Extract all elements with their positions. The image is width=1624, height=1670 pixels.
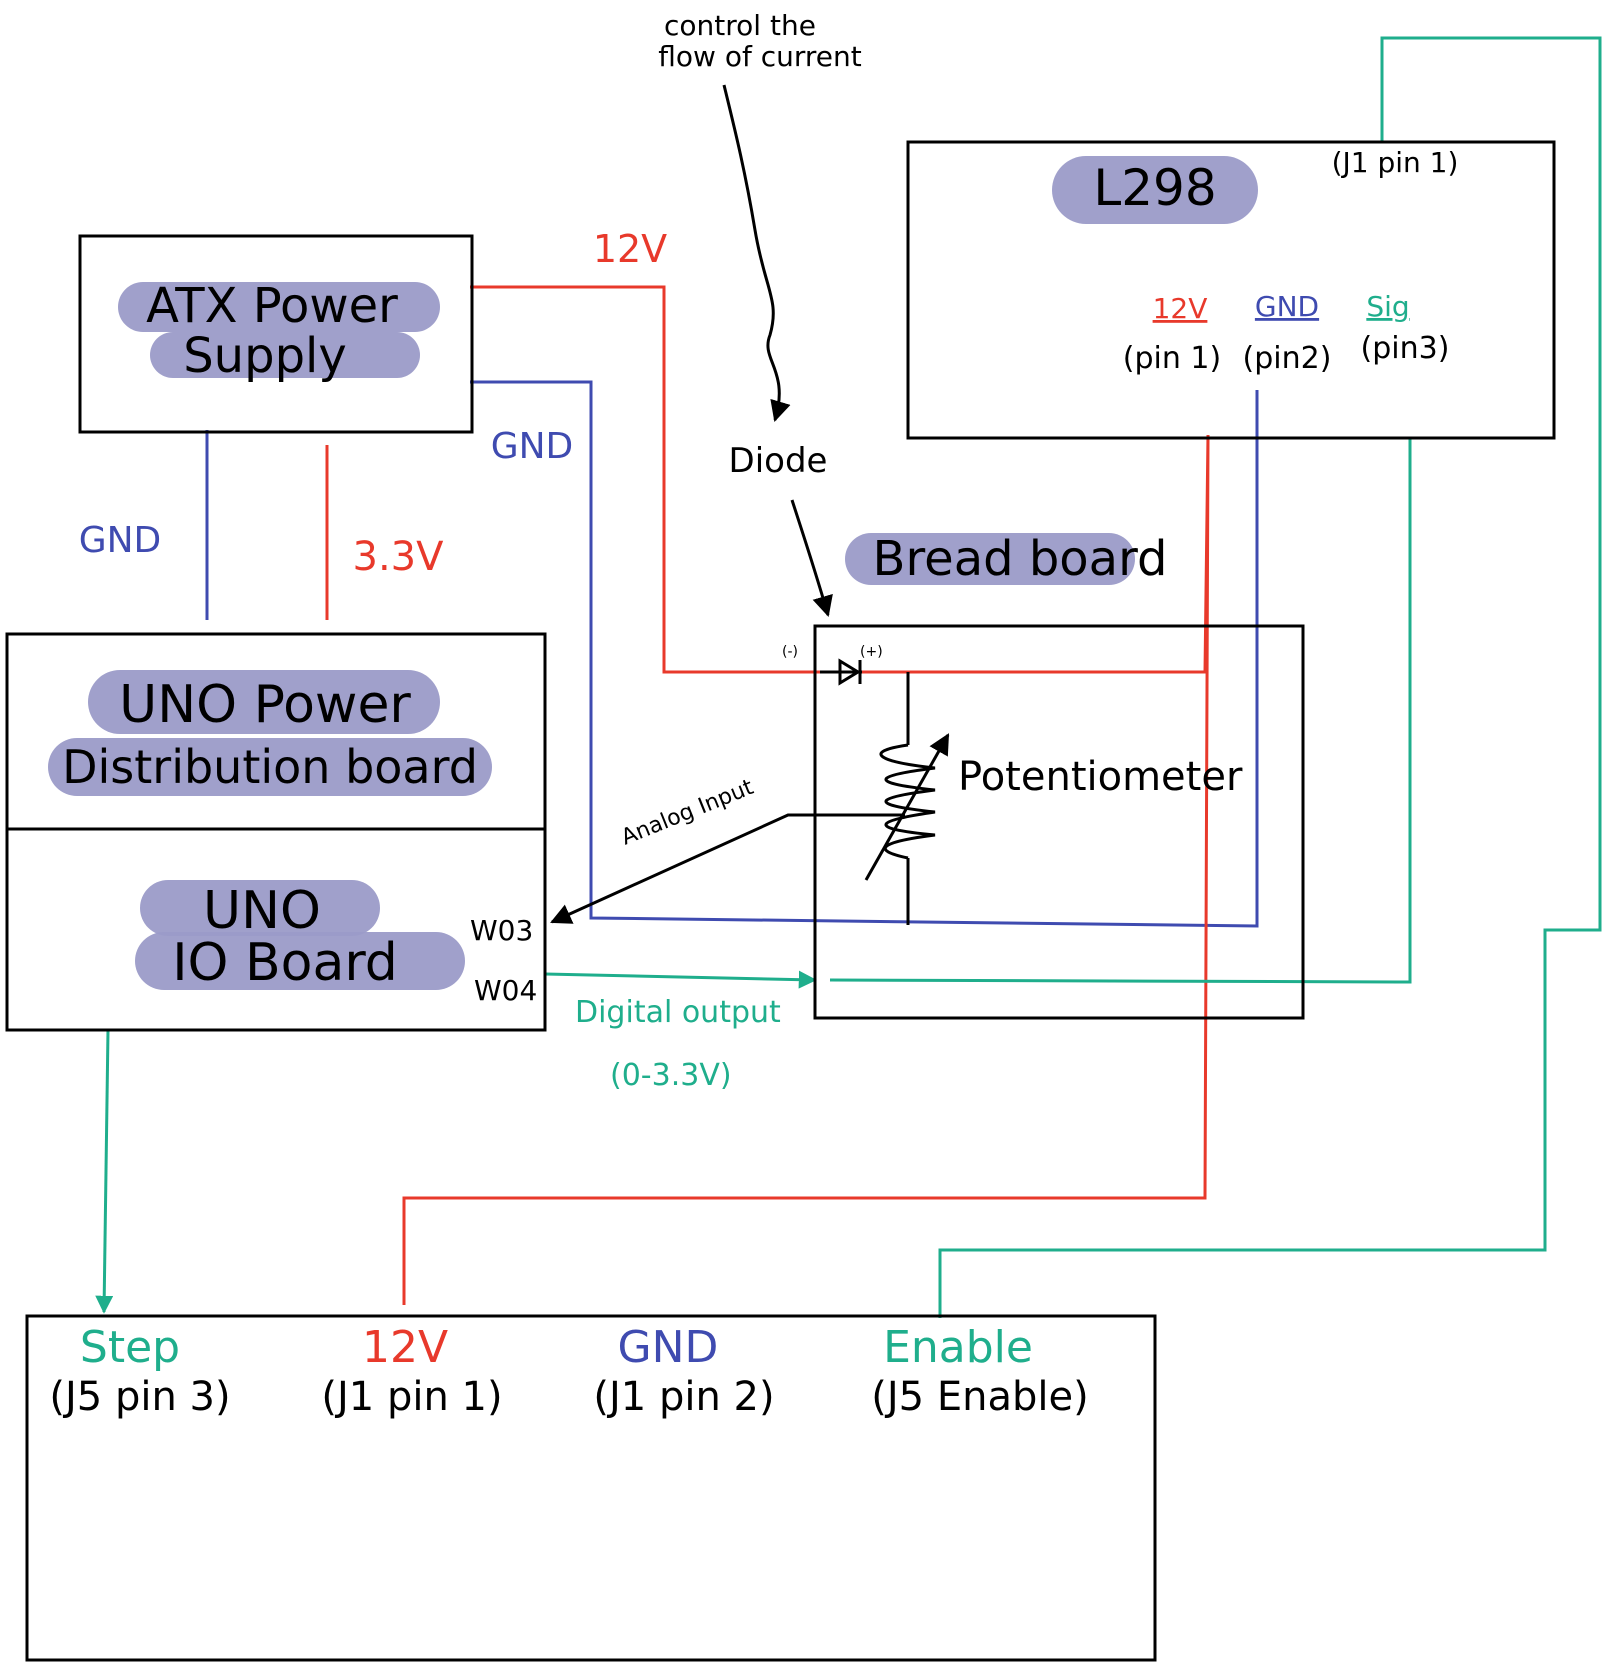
l298-gnd-label: GND	[1255, 290, 1319, 323]
wire-enable	[938, 36, 1602, 1318]
atx-power-supply-box	[78, 234, 474, 434]
breadboard-title: Bread board	[873, 531, 1168, 587]
driver-step-pin: (J5 pin 3)	[49, 1374, 230, 1420]
atx-title-line2: Supply	[183, 328, 347, 384]
driver-12v-pin: (J1 pin 1)	[321, 1374, 502, 1420]
atx-highlight-2	[150, 332, 420, 378]
driver-box	[25, 1314, 1157, 1662]
wire-analog-input	[550, 813, 905, 924]
l298-sig-label: Sig	[1366, 290, 1409, 323]
digital-range-label: (0-3.3V)	[610, 1058, 732, 1093]
uno-power-highlight	[88, 670, 440, 734]
pin-w04-label: W04	[474, 974, 537, 1007]
atx-highlight	[118, 282, 440, 332]
digital-output-label: Digital output	[575, 995, 781, 1030]
uno-io-line2: IO Board	[172, 933, 398, 993]
control-arrow	[722, 84, 791, 423]
wire-atx-12v	[470, 285, 820, 674]
potentiometer-label: Potentiometer	[958, 754, 1243, 800]
uno-power-line2: Distribution board	[62, 740, 478, 794]
l298-gnd-pin: (pin2)	[1243, 341, 1332, 376]
l298-12v-pin: (pin 1)	[1123, 341, 1221, 376]
uno-33v-label: 3.3V	[353, 534, 445, 580]
driver-step-label: Step	[80, 1322, 180, 1373]
wire-l298-sig	[829, 438, 1412, 984]
uno-io-highlight	[140, 880, 380, 936]
uno-power-highlight-2	[48, 738, 492, 796]
wire-atx-gnd	[470, 380, 1259, 928]
diode-cathode-label: (-)	[782, 644, 798, 660]
l298-box	[906, 140, 1556, 440]
l298-12v-label: 12V	[1153, 292, 1208, 325]
wire-l298-12v	[402, 434, 1210, 1305]
uno-gnd-label: GND	[79, 520, 162, 561]
uno-power-line1: UNO Power	[119, 675, 411, 735]
l298-j1-label: (J1 pin 1)	[1332, 146, 1459, 179]
diode-arrow	[790, 499, 833, 618]
l298-title: L298	[1093, 159, 1216, 217]
driver-gnd-label: GND	[618, 1322, 719, 1373]
diode-symbol	[820, 658, 862, 686]
wire-step	[95, 1029, 114, 1314]
control-note-line1: control the	[664, 9, 816, 42]
uno-io-line1: UNO	[203, 881, 321, 941]
driver-gnd-pin: (J1 pin 2)	[593, 1374, 774, 1420]
driver-12v-label: 12V	[362, 1322, 448, 1373]
breadboard-box	[813, 624, 1305, 1020]
driver-enable-label: Enable	[883, 1322, 1033, 1373]
atx-title-line1: ATX Power	[146, 278, 398, 334]
diode-note: Diode	[729, 441, 828, 481]
driver-enable-pin: (J5 Enable)	[871, 1374, 1088, 1420]
l298-highlight	[1052, 156, 1258, 224]
uno-board-box	[5, 632, 547, 1032]
uno-io-highlight-2	[135, 932, 465, 990]
pin-w03-label: W03	[470, 914, 533, 947]
breadboard-highlight	[845, 533, 1135, 585]
control-note-line2: flow of current	[658, 40, 861, 73]
potentiometer-symbol	[864, 733, 950, 881]
atx-gnd-label: GND	[491, 426, 574, 467]
diode-anode-label: (+)	[860, 644, 883, 660]
atx-12v-label: 12V	[593, 227, 667, 271]
wire-digital-output	[544, 970, 817, 989]
l298-sig-pin: (pin3)	[1361, 331, 1450, 366]
